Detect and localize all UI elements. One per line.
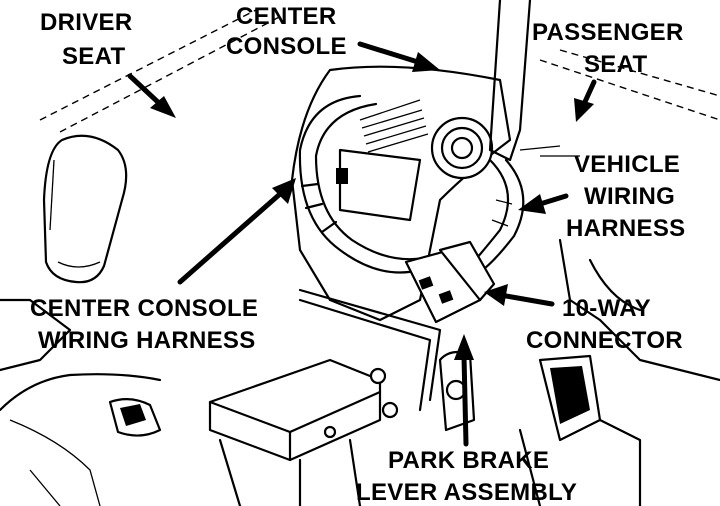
label-park-brake-lever-assembly: PARK BRAKE LEVER ASSEMBLY xyxy=(356,447,577,506)
leader-arrows xyxy=(127,41,597,447)
arrow-passenger-seat xyxy=(581,79,597,107)
label-center-console-line2: CONSOLE xyxy=(226,33,347,60)
arrow-park-brake-lever xyxy=(461,353,469,447)
label-vehicle-wiring-harness: VEHICLE WIRING HARNESS xyxy=(566,151,685,242)
label-vehicle-wiring-harness-line3: HARNESS xyxy=(566,215,685,242)
label-vehicle-wiring-harness-line1: VEHICLE xyxy=(574,151,680,178)
label-center-console-wiring-harness-line1: CENTER CONSOLE xyxy=(30,295,258,322)
arrow-driver-seat xyxy=(127,73,163,107)
center-console-drawing xyxy=(290,0,720,382)
driver-seat-drawing xyxy=(0,7,286,506)
label-10-way-connector-line2: CONNECTOR xyxy=(526,327,683,354)
label-center-console-wiring-harness: CENTER CONSOLE WIRING HARNESS xyxy=(30,295,258,354)
label-10-way-connector-line1: 10-WAY xyxy=(562,295,651,322)
ten-way-connector-drawing xyxy=(404,240,496,324)
label-center-console-wiring-harness-line2: WIRING HARNESS xyxy=(38,327,256,354)
label-passenger-seat-line2: SEAT xyxy=(584,51,647,78)
right-bracket-drawing xyxy=(518,354,642,506)
label-park-brake-lever-assembly-line1: PARK BRAKE xyxy=(388,447,549,474)
park-brake-lever-drawing xyxy=(208,288,476,506)
arrow-vehicle-wiring-harness xyxy=(537,193,569,207)
arrow-center-console-wiring-harness xyxy=(177,191,283,285)
label-driver-seat-line1: DRIVER xyxy=(40,9,132,36)
center-console-wiring-harness-drawing xyxy=(298,94,426,274)
label-passenger-seat: PASSENGER SEAT xyxy=(532,19,684,78)
label-vehicle-wiring-harness-line2: WIRING xyxy=(584,183,675,210)
label-10-way-connector: 10-WAY CONNECTOR xyxy=(526,295,683,354)
label-center-console-line1: CENTER xyxy=(236,3,336,30)
label-park-brake-lever-assembly-line2: LEVER ASSEMBLY xyxy=(356,479,577,506)
arrow-center-console xyxy=(357,41,421,65)
label-driver-seat: DRIVER SEAT xyxy=(40,9,132,70)
label-center-console: CENTER CONSOLE xyxy=(226,3,347,60)
label-passenger-seat-line1: PASSENGER xyxy=(532,19,684,46)
arrow-10-way-connector xyxy=(503,293,555,307)
label-driver-seat-line2: SEAT xyxy=(62,43,125,70)
